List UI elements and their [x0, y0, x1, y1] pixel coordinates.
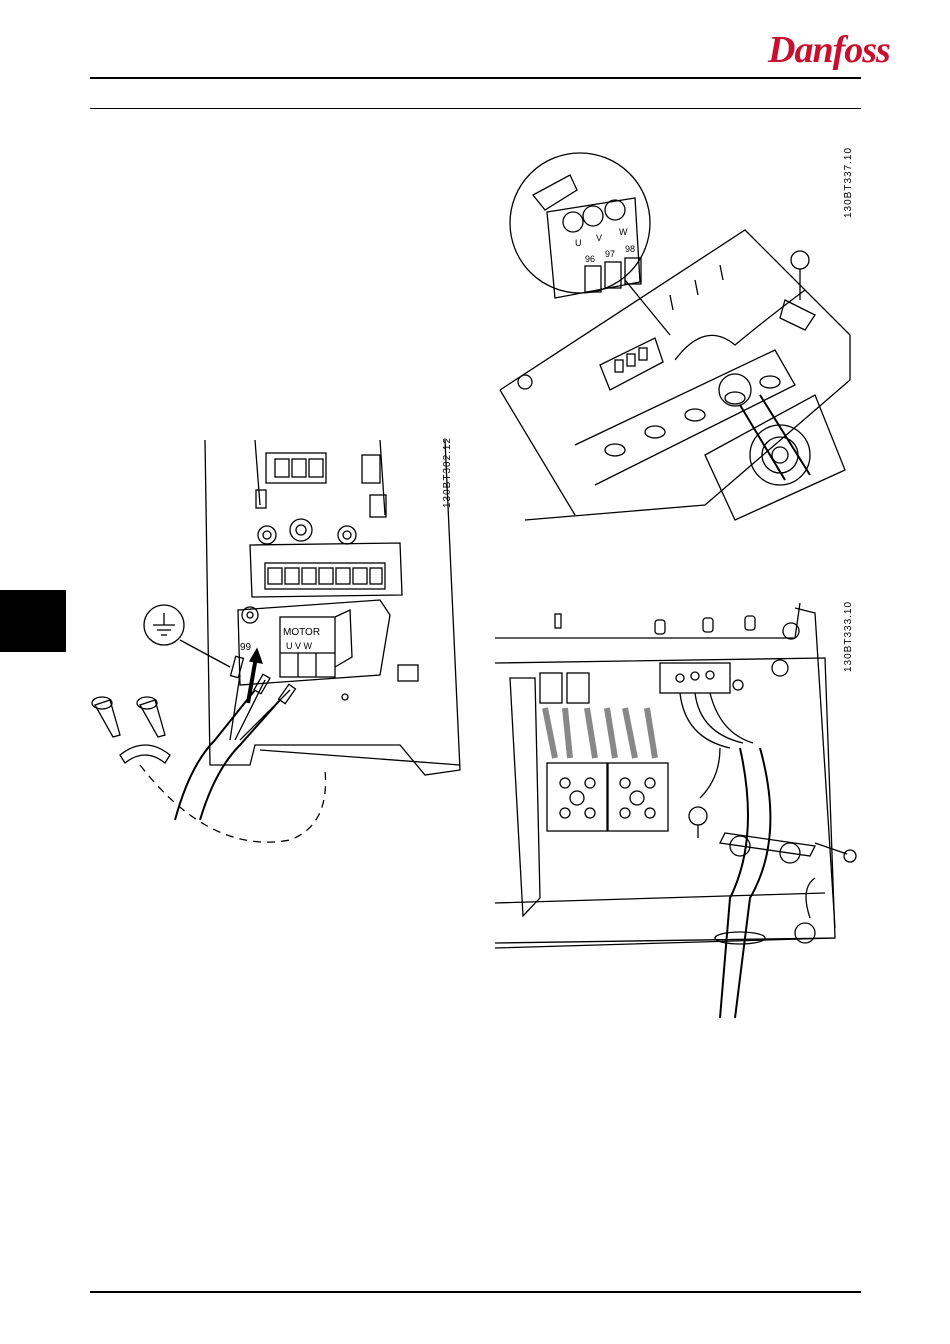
terminal-u-label: U: [575, 238, 582, 248]
terminal-96-label: 96: [585, 254, 595, 264]
terminal-w-label: W: [619, 227, 628, 237]
figure-motor-connection-left: 99 MOTOR U V W: [80, 435, 470, 855]
figure-id-130bt333: 130BT333.10: [843, 601, 854, 672]
header-rule-top: [90, 77, 861, 79]
terminal-97-label: 97: [605, 249, 615, 259]
danfoss-logo: Danfoss: [768, 28, 890, 72]
chapter-tab: [0, 590, 66, 652]
figure-motor-connection-top-right: U V W 96 97 98: [495, 150, 865, 525]
figure-id-130bt302: 130BT302.12: [442, 437, 453, 508]
terminal-v-label: V: [596, 233, 602, 243]
figure-id-130bt337: 130BT337.10: [843, 147, 854, 218]
header-rule-bottom: [90, 108, 861, 109]
terminal-99-label: 99: [240, 642, 252, 653]
figure-motor-connection-bottom-right: [495, 598, 865, 1018]
footer-rule: [90, 1291, 861, 1293]
motor-label: MOTOR: [283, 627, 320, 638]
uvw-label: U V W: [286, 641, 313, 651]
terminal-98-label: 98: [625, 244, 635, 254]
